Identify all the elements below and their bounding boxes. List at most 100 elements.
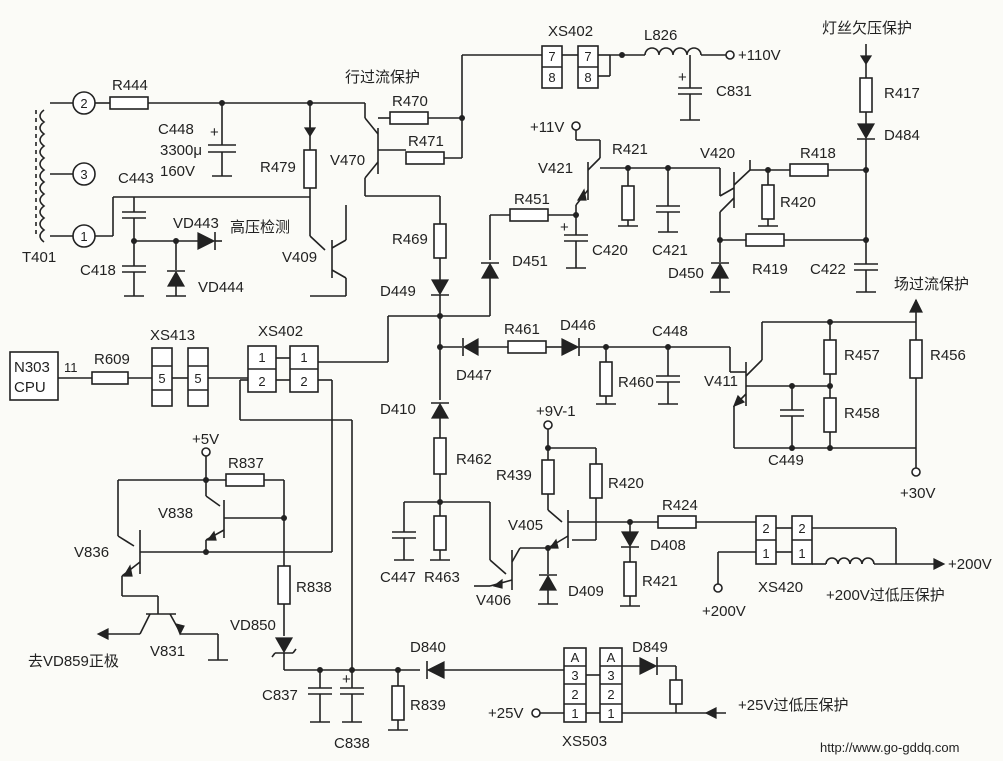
resistor-r457 (823, 339, 837, 375)
v838-label: V838 (158, 505, 193, 522)
rail-110v: +110V (738, 47, 781, 64)
diode-d410 (430, 402, 450, 419)
diode-d849 (639, 657, 658, 675)
svg-text:A: A (607, 650, 616, 665)
t401-pin-1-label: 1 (80, 229, 87, 244)
rail-200v-in: +200V (702, 603, 746, 620)
diode-vd444 (166, 270, 186, 287)
v420-label: V420 (700, 145, 735, 162)
hv-detect-label: 高压检测 (230, 219, 290, 236)
c837-label: C837 (262, 687, 298, 704)
c448-label: C448 (158, 121, 194, 138)
r470-label: R470 (392, 93, 428, 110)
resistor-r470 (389, 111, 429, 125)
resistor-r417 (859, 77, 873, 113)
d451-label: D451 (512, 253, 548, 270)
d447-label: D447 (456, 367, 492, 384)
svg-text:+: + (342, 671, 351, 688)
c421-label: C421 (652, 242, 688, 259)
svg-text:5: 5 (194, 371, 201, 386)
resistor-r839 (391, 685, 405, 721)
transformer-t401: 2 3 1 T401 (22, 91, 96, 266)
xs402-mid-label: XS402 (258, 323, 303, 340)
r460-label: R460 (618, 374, 654, 391)
resistor-r419 (745, 233, 785, 247)
cpu-line1: N303 (14, 359, 50, 376)
svg-text:2: 2 (798, 521, 805, 536)
connector-xs413-left (151, 347, 173, 407)
svg-text:2: 2 (258, 374, 265, 389)
r418-label: R418 (800, 145, 836, 162)
svg-text:1: 1 (258, 350, 265, 365)
r419-label: R419 (752, 261, 788, 278)
diode-vd443 (197, 232, 216, 250)
c447-label: C447 (380, 569, 416, 586)
svg-text:A: A (571, 650, 580, 665)
resistor-r462 (433, 437, 447, 475)
v831-label: V831 (150, 643, 185, 660)
svg-text:7: 7 (548, 49, 555, 64)
r417-label: R417 (884, 85, 920, 102)
rail-30v: +30V (900, 485, 935, 502)
resistor-r458 (823, 397, 837, 433)
svg-text:+: + (560, 219, 569, 236)
svg-text:2: 2 (300, 374, 307, 389)
rail-5v: +5V (192, 431, 219, 448)
inductor-l826 (644, 47, 702, 56)
resistor-d849-series (669, 679, 683, 705)
svg-text:8: 8 (584, 70, 591, 85)
resistor-r609 (91, 371, 129, 385)
v409-label: V409 (282, 249, 317, 266)
r421-top-label: R421 (612, 141, 648, 158)
svg-text:+: + (210, 124, 219, 141)
svg-text:1: 1 (571, 706, 578, 721)
r838-label: R838 (296, 579, 332, 596)
resistor-r838 (277, 565, 291, 605)
vd444-label: VD444 (198, 279, 244, 296)
svg-text:3: 3 (571, 668, 578, 683)
r439-label: R439 (496, 467, 532, 484)
v411-label: V411 (704, 373, 738, 390)
v200-protect-label: +200V过低压保护 (826, 587, 945, 604)
diode-d484 (856, 123, 876, 140)
diode-vd850 (274, 637, 294, 654)
to-vd859-label: 去VD859正极 (28, 653, 119, 670)
t401-pin-3-label: 3 (80, 167, 87, 182)
xs402-top-label: XS402 (548, 23, 593, 40)
resistor-r421-top (621, 185, 635, 221)
svg-text:2: 2 (607, 687, 614, 702)
d409-label: D409 (568, 583, 604, 600)
xs413-label: XS413 (150, 327, 195, 344)
field-overcurrent-label: 场过流保护 (894, 276, 969, 293)
c420-label: C420 (592, 242, 628, 259)
row-overcurrent-label: 行过流保护 (345, 69, 420, 86)
d410-label: D410 (380, 401, 416, 418)
resistor-r837 (225, 473, 265, 487)
r839-label: R839 (410, 697, 446, 714)
diode-d447 (462, 337, 479, 357)
r451-label: R451 (514, 191, 550, 208)
svg-text:1: 1 (798, 546, 805, 561)
r463-label: R463 (424, 569, 460, 586)
diode-d451 (480, 262, 500, 279)
resistor-r424 (657, 515, 697, 529)
diode-d450 (710, 262, 730, 279)
cpu-line2: CPU (14, 379, 46, 396)
l826-label: L826 (644, 27, 677, 44)
resistor-r439 (541, 459, 555, 495)
svg-text:3: 3 (607, 668, 614, 683)
cpu-n303 (9, 351, 59, 401)
resistor-r463 (433, 515, 447, 551)
v405-label: V405 (508, 517, 543, 534)
resistor-r460 (599, 361, 613, 397)
xs420-label: XS420 (758, 579, 803, 596)
svg-text:8: 8 (548, 70, 555, 85)
resistor-r420-mid (589, 463, 603, 499)
rail-200v-out: +200V (948, 556, 992, 573)
v406-label: V406 (476, 592, 511, 609)
xs503-label: XS503 (562, 733, 607, 750)
r471-label: R471 (408, 133, 444, 150)
svg-text:1: 1 (300, 350, 307, 365)
r421-mid-label: R421 (642, 573, 678, 590)
